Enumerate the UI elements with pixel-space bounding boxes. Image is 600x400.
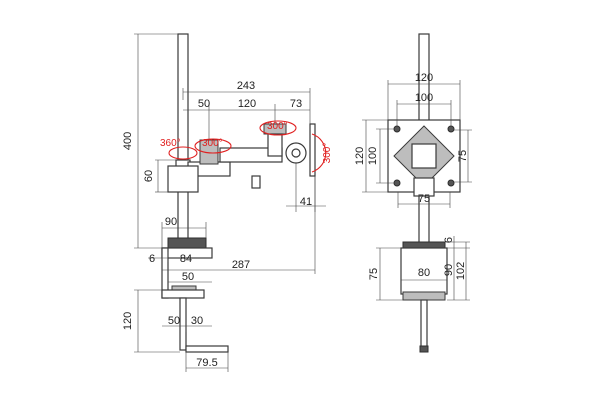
dim-head-offset: 41	[300, 196, 312, 208]
front-vesa-hole	[447, 125, 455, 133]
side-elbow-joint	[267, 133, 283, 157]
dim-102: 102	[455, 262, 467, 280]
dim-seg-50: 50	[198, 98, 210, 110]
dim-90: 90	[443, 264, 455, 276]
dim-seg-120: 120	[238, 98, 256, 110]
side-view: 400 243 50 120 73 60 41 90 6 84	[122, 33, 333, 372]
front-view: 120 100 120 100 75 75 75 80	[354, 33, 472, 353]
dim-vesa-width: 100	[415, 92, 433, 104]
side-clamp-lower	[161, 289, 205, 299]
rotation-tilt-arc	[311, 133, 327, 173]
rotation-arm-joint-arc	[194, 138, 232, 154]
dim-clamp-jaw: 50	[182, 271, 194, 283]
front-clamp-screw	[420, 299, 428, 351]
dim-clamp-width: 84	[180, 253, 192, 265]
dim-clamp-30: 30	[191, 315, 203, 327]
rotation-arm-joint-label: 300°	[202, 138, 223, 149]
dim-total-height: 400	[122, 132, 134, 150]
dim-base-width-front: 80	[418, 267, 430, 279]
front-clamp-screw-tip	[419, 345, 429, 353]
dim-arm-reach: 243	[237, 80, 255, 92]
front-vesa-hole	[447, 179, 455, 187]
rotation-elbow-arc	[259, 120, 297, 136]
side-tilt-center	[291, 148, 301, 158]
side-vesa-plate	[309, 123, 316, 177]
front-clamp-pad	[402, 291, 446, 301]
side-clamp-screw	[179, 297, 187, 351]
side-base-collar	[167, 165, 199, 193]
front-base-disc	[402, 241, 446, 249]
dim-clamp-50: 50	[168, 315, 180, 327]
dim-plate-width: 120	[415, 72, 433, 84]
rotation-elbow-label: 300°	[267, 121, 288, 132]
side-lock-knob	[251, 175, 261, 189]
rotation-post-arc	[168, 146, 198, 160]
front-hub	[413, 177, 435, 197]
dim-clamp-foot: 79.5	[196, 357, 217, 369]
front-vesa-hole	[393, 179, 401, 187]
rotation-tilt-label: 300°	[322, 143, 333, 164]
front-clamp-body	[400, 247, 448, 295]
side-clamp-handle	[185, 345, 229, 353]
dim-post-to-head: 60	[143, 170, 155, 182]
dim-clamp-plate: 6	[149, 253, 155, 265]
front-vesa-hole	[393, 125, 401, 133]
dim-base-width: 90	[165, 216, 177, 228]
dim-top-6: 6	[443, 237, 455, 243]
front-vesa-center	[411, 143, 437, 169]
dim-vesa-height: 100	[367, 147, 379, 165]
dim-seg-73: 73	[290, 98, 302, 110]
dim-total-reach: 287	[232, 259, 250, 271]
dim-bottom-75: 75	[418, 193, 430, 205]
dim-clamp-height: 120	[122, 312, 134, 330]
dim-plate-height: 120	[354, 147, 366, 165]
side-base-disc	[167, 237, 207, 249]
rotation-post-label: 360°	[160, 138, 181, 149]
dim-base-height: 75	[368, 268, 380, 280]
dim-inner-75: 75	[457, 150, 469, 162]
